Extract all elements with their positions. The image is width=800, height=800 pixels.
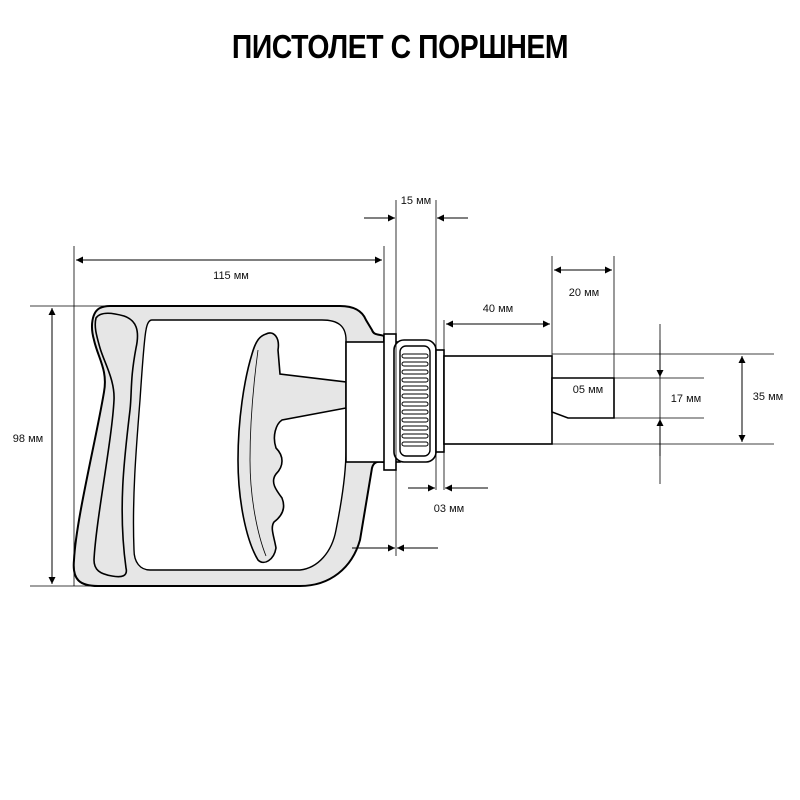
dim-collar: 15 мм bbox=[401, 195, 431, 207]
knurl-lines bbox=[401, 353, 429, 447]
dim-outer-diameter: 35 мм bbox=[753, 391, 783, 403]
dim-tip-length: 20 мм bbox=[569, 287, 599, 299]
dim-height-body: 98 мм bbox=[13, 433, 43, 445]
dim-gap: 03 мм bbox=[434, 503, 464, 515]
barrel bbox=[435, 349, 553, 453]
knurl-ridge bbox=[401, 377, 429, 383]
knurl-ridge bbox=[401, 417, 429, 423]
dim-inner-diameter: 17 мм bbox=[671, 393, 701, 405]
knurl-ridge bbox=[401, 393, 429, 399]
dimension-lines bbox=[48, 214, 746, 584]
knurl-ridge bbox=[401, 409, 429, 415]
trigger-handle bbox=[237, 332, 347, 564]
dim-width-body: 115 мм bbox=[213, 270, 249, 282]
knurl-ridge bbox=[401, 369, 429, 375]
knurl-ridge bbox=[401, 361, 429, 367]
dim-tip-diameter: 05 мм bbox=[573, 384, 603, 396]
knurl-ridge bbox=[401, 353, 429, 359]
front-block bbox=[345, 333, 401, 471]
dim-barrel-length: 40 мм bbox=[483, 303, 513, 315]
knurl-ridge bbox=[401, 385, 429, 391]
knurled-nut bbox=[393, 339, 437, 463]
knurl-ridge bbox=[401, 433, 429, 439]
knurl-ridge bbox=[401, 401, 429, 407]
pistol-body bbox=[72, 305, 385, 587]
page-title: ПИСТОЛЕТ С ПОРШНЕМ bbox=[231, 28, 569, 65]
knurl-ridge bbox=[401, 441, 429, 447]
nozzle-tip bbox=[551, 377, 615, 419]
knurl-ridge bbox=[401, 425, 429, 431]
